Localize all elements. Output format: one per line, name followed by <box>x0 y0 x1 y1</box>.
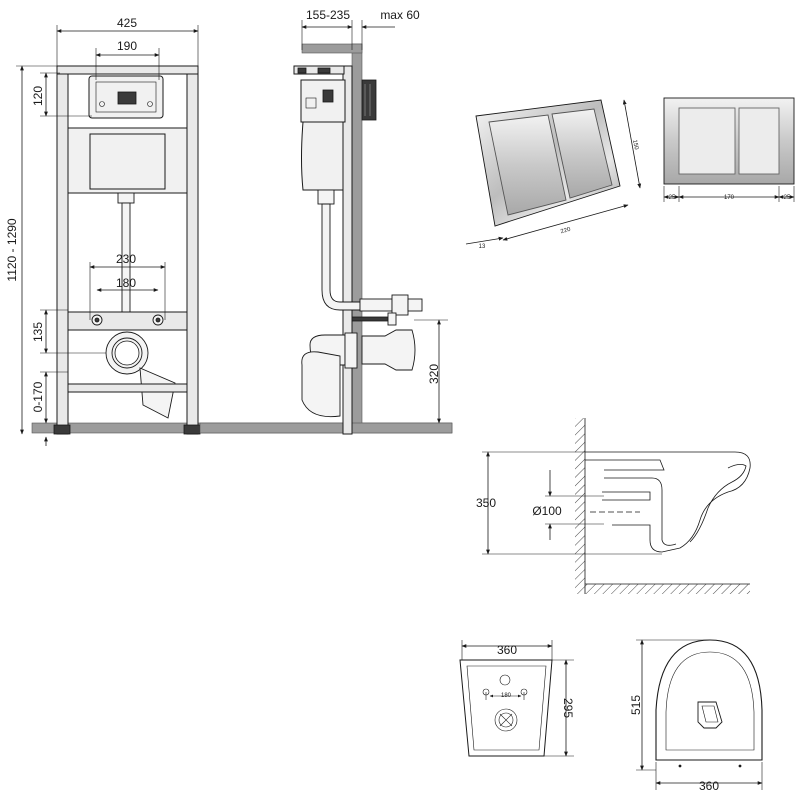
top-offset-label: 120 <box>31 86 45 106</box>
leg-foot-left <box>53 424 71 435</box>
back-depth-label: 295 <box>561 698 575 718</box>
bowl-height-label: 350 <box>476 496 496 510</box>
back-width-label: 360 <box>497 643 517 657</box>
side-mount-bolt <box>351 316 389 322</box>
flush-valve <box>117 91 137 105</box>
top-length-label: 515 <box>629 695 643 715</box>
flush-button-left <box>488 114 567 216</box>
flush-pipe-collar <box>117 192 135 204</box>
frame-top-rail <box>56 65 199 75</box>
bolt-spacing-inner-label: 180 <box>116 276 136 290</box>
back-inlet <box>499 674 511 686</box>
front-width-label: 425 <box>117 16 137 30</box>
leg-foot-right <box>183 424 201 435</box>
side-frame-upright <box>342 65 353 435</box>
plate-height-label: 150 <box>631 139 639 151</box>
bowl-floor-hatch <box>585 584 750 594</box>
bowl-top-inner <box>665 651 755 751</box>
side-cistern-tank <box>301 121 344 191</box>
bowl-top-drain <box>697 701 723 729</box>
leg-extension-label: 0-170 <box>31 381 45 412</box>
bowl-top-view: 515 360 <box>629 639 763 793</box>
flush-plate-front: 25 170 25 <box>663 97 795 202</box>
outlet-height-label: 135 <box>31 322 45 342</box>
panel-width-label: 190 <box>117 39 137 53</box>
plate-length-label: 220 <box>560 227 572 236</box>
flush-front-button-left <box>678 107 736 175</box>
plate-depth-label: 13 <box>479 244 486 250</box>
bolt-spacing-outer-label: 230 <box>116 252 136 266</box>
side-outlet-connector <box>361 329 416 371</box>
frame-left-upright <box>56 65 69 435</box>
bowl-top-outline <box>655 639 763 761</box>
valve-housing <box>95 81 157 113</box>
flush-front-button-right <box>738 107 780 175</box>
side-flush-plate <box>361 79 377 121</box>
bowl-wall-hatch <box>575 418 585 594</box>
frame-right-upright <box>186 65 199 435</box>
bowl-back-view: 360 180 295 <box>459 640 575 757</box>
plate-margin-right-label: 25 <box>784 195 791 201</box>
bowl-rim-channel <box>585 459 665 471</box>
bowl-flush-channel <box>604 477 677 546</box>
frame-front-view: 425 190 120 1120 - 1290 230 180 135 0-17… <box>5 16 453 446</box>
side-depth-label: 155-235 <box>306 8 350 22</box>
bowl-back-outline <box>459 659 553 757</box>
back-bolt-spacing-label: 180 <box>501 693 512 699</box>
bowl-outer-profile <box>585 451 751 553</box>
bowl-inner-profile <box>689 464 747 543</box>
frame-side-view: 155-235 max 60 320 <box>199 8 453 435</box>
plate-button-width-label: 170 <box>724 195 735 201</box>
height-range-label: 1120 - 1290 <box>5 218 19 281</box>
frame-bottom-rail <box>67 383 188 393</box>
outlet-elbow <box>139 367 176 419</box>
side-outlet-bend <box>301 351 341 418</box>
ceiling-section <box>301 43 363 54</box>
cistern-inner <box>89 133 166 190</box>
mounting-rail <box>67 311 188 331</box>
wall-section <box>351 43 363 433</box>
tile-max-label: max 60 <box>380 8 420 22</box>
bowl-side-section: 350 Ø100 <box>476 418 751 594</box>
bowl-outlet-pipe <box>602 491 651 501</box>
top-width-label: 360 <box>699 779 719 793</box>
flush-plate-perspective: 13 220 150 <box>465 99 642 250</box>
back-outlet <box>494 708 518 732</box>
bowl-outlet-diameter-label: Ø100 <box>532 504 562 518</box>
flush-button-right <box>551 108 613 199</box>
side-outlet-height-label: 320 <box>427 364 441 384</box>
plate-margin-left-label: 25 <box>669 195 676 201</box>
